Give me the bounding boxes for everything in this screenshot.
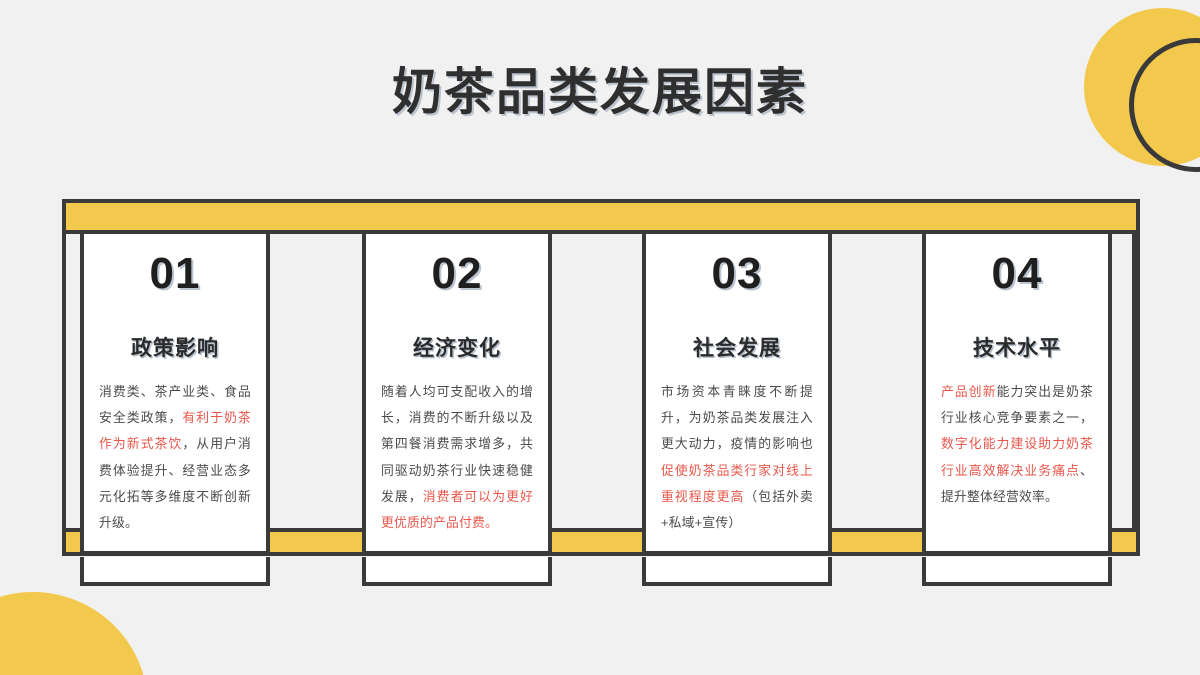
- factor-card-description: 市场资本青睐度不断提升，为奶茶品类发展注入更大动力，疫情的影响也促使奶茶品类行家…: [661, 379, 813, 536]
- highlighted-text: 有利于奶茶作为新式茶饮: [99, 410, 252, 452]
- factor-card-description: 随着人均可支配收入的增长，消费的不断升级以及第四餐消费需求增多，共同驱动奶茶行业…: [381, 379, 533, 536]
- factor-card-foot: [80, 557, 270, 586]
- factor-card-heading: 社会发展: [693, 337, 781, 360]
- factor-card-foot: [922, 557, 1112, 586]
- factor-card-number: 04: [991, 249, 1043, 298]
- factor-card-number: 03: [711, 249, 763, 298]
- factor-card-01[interactable]: 01 政策影响 消费类、茶产业类、食品安全类政策，有利于奶茶作为新式茶饮，从用户…: [80, 230, 270, 586]
- factor-card-03[interactable]: 03 社会发展 市场资本青睐度不断提升，为奶茶品类发展注入更大动力，疫情的影响也…: [642, 230, 832, 586]
- factor-card-body: 04 技术水平 产品创新能力突出是奶茶行业核心竞争要素之一， 数字化能力建设助力奶…: [922, 230, 1112, 555]
- highlighted-text: 产品创新: [941, 384, 997, 399]
- body-text: 市场资本青睐度不断提升，为奶茶品类发展注入更大动力，疫情的影响也: [661, 384, 813, 452]
- factor-card-foot: [642, 557, 832, 586]
- highlighted-text: 消费者可以为更好更优质的产品付费。: [381, 488, 533, 531]
- factor-card-body: 01 政策影响 消费类、茶产业类、食品安全类政策，有利于奶茶作为新式茶饮，从用户…: [80, 230, 270, 555]
- body-text: ，从用户消费体验提升、经营业态多元化拓等多维度不断创新升级。: [99, 436, 252, 531]
- factor-card-body: 02 经济变化 随着人均可支配收入的增长，消费的不断升级以及第四餐消费需求增多，…: [362, 230, 552, 555]
- factor-card-body: 03 社会发展 市场资本青睐度不断提升，为奶茶品类发展注入更大动力，疫情的影响也…: [642, 230, 832, 555]
- body-text: 能力突出是奶茶行业核心竞争要素之一，: [941, 384, 1093, 426]
- highlighted-text: 促使奶茶品类行家对线上重视程度更高: [661, 462, 813, 504]
- body-text: （包括外卖+私域+宣传）: [661, 488, 814, 531]
- highlighted-text: 数字化能力建设助力奶茶行业高效解决业务痛点: [941, 436, 1093, 478]
- factor-card-foot: [362, 557, 552, 586]
- factor-card-number: 02: [431, 249, 483, 298]
- factor-card-description: 消费类、茶产业类、食品安全类政策，有利于奶茶作为新式茶饮，从用户消费体验提升、经…: [99, 379, 251, 536]
- factor-card-04[interactable]: 04 技术水平 产品创新能力突出是奶茶行业核心竞争要素之一， 数字化能力建设助力奶…: [922, 230, 1112, 586]
- body-text: 随着人均可支配收入的增长，消费的不断升级以及第四餐消费需求增多，共同驱动奶茶行业…: [381, 384, 533, 504]
- body-text: 消费类、茶产业类、食品安全类政策，: [99, 384, 251, 426]
- page-title: 奶茶品类发展因素: [392, 64, 808, 120]
- factor-card-heading: 技术水平: [973, 337, 1061, 360]
- factor-card-description: 产品创新能力突出是奶茶行业核心竞争要素之一， 数字化能力建设助力奶茶行业高效解决业…: [941, 379, 1093, 510]
- factor-card-heading: 经济变化: [413, 337, 501, 360]
- body-text: 、提升整体经营效率。: [941, 462, 1093, 504]
- decorative-yellow-circle-bottom-left: [0, 592, 148, 675]
- factor-card-02[interactable]: 02 经济变化 随着人均可支配收入的增长，消费的不断升级以及第四餐消费需求增多，…: [362, 230, 552, 586]
- factor-card-number: 01: [149, 249, 201, 298]
- factor-card-heading: 政策影响: [131, 337, 219, 360]
